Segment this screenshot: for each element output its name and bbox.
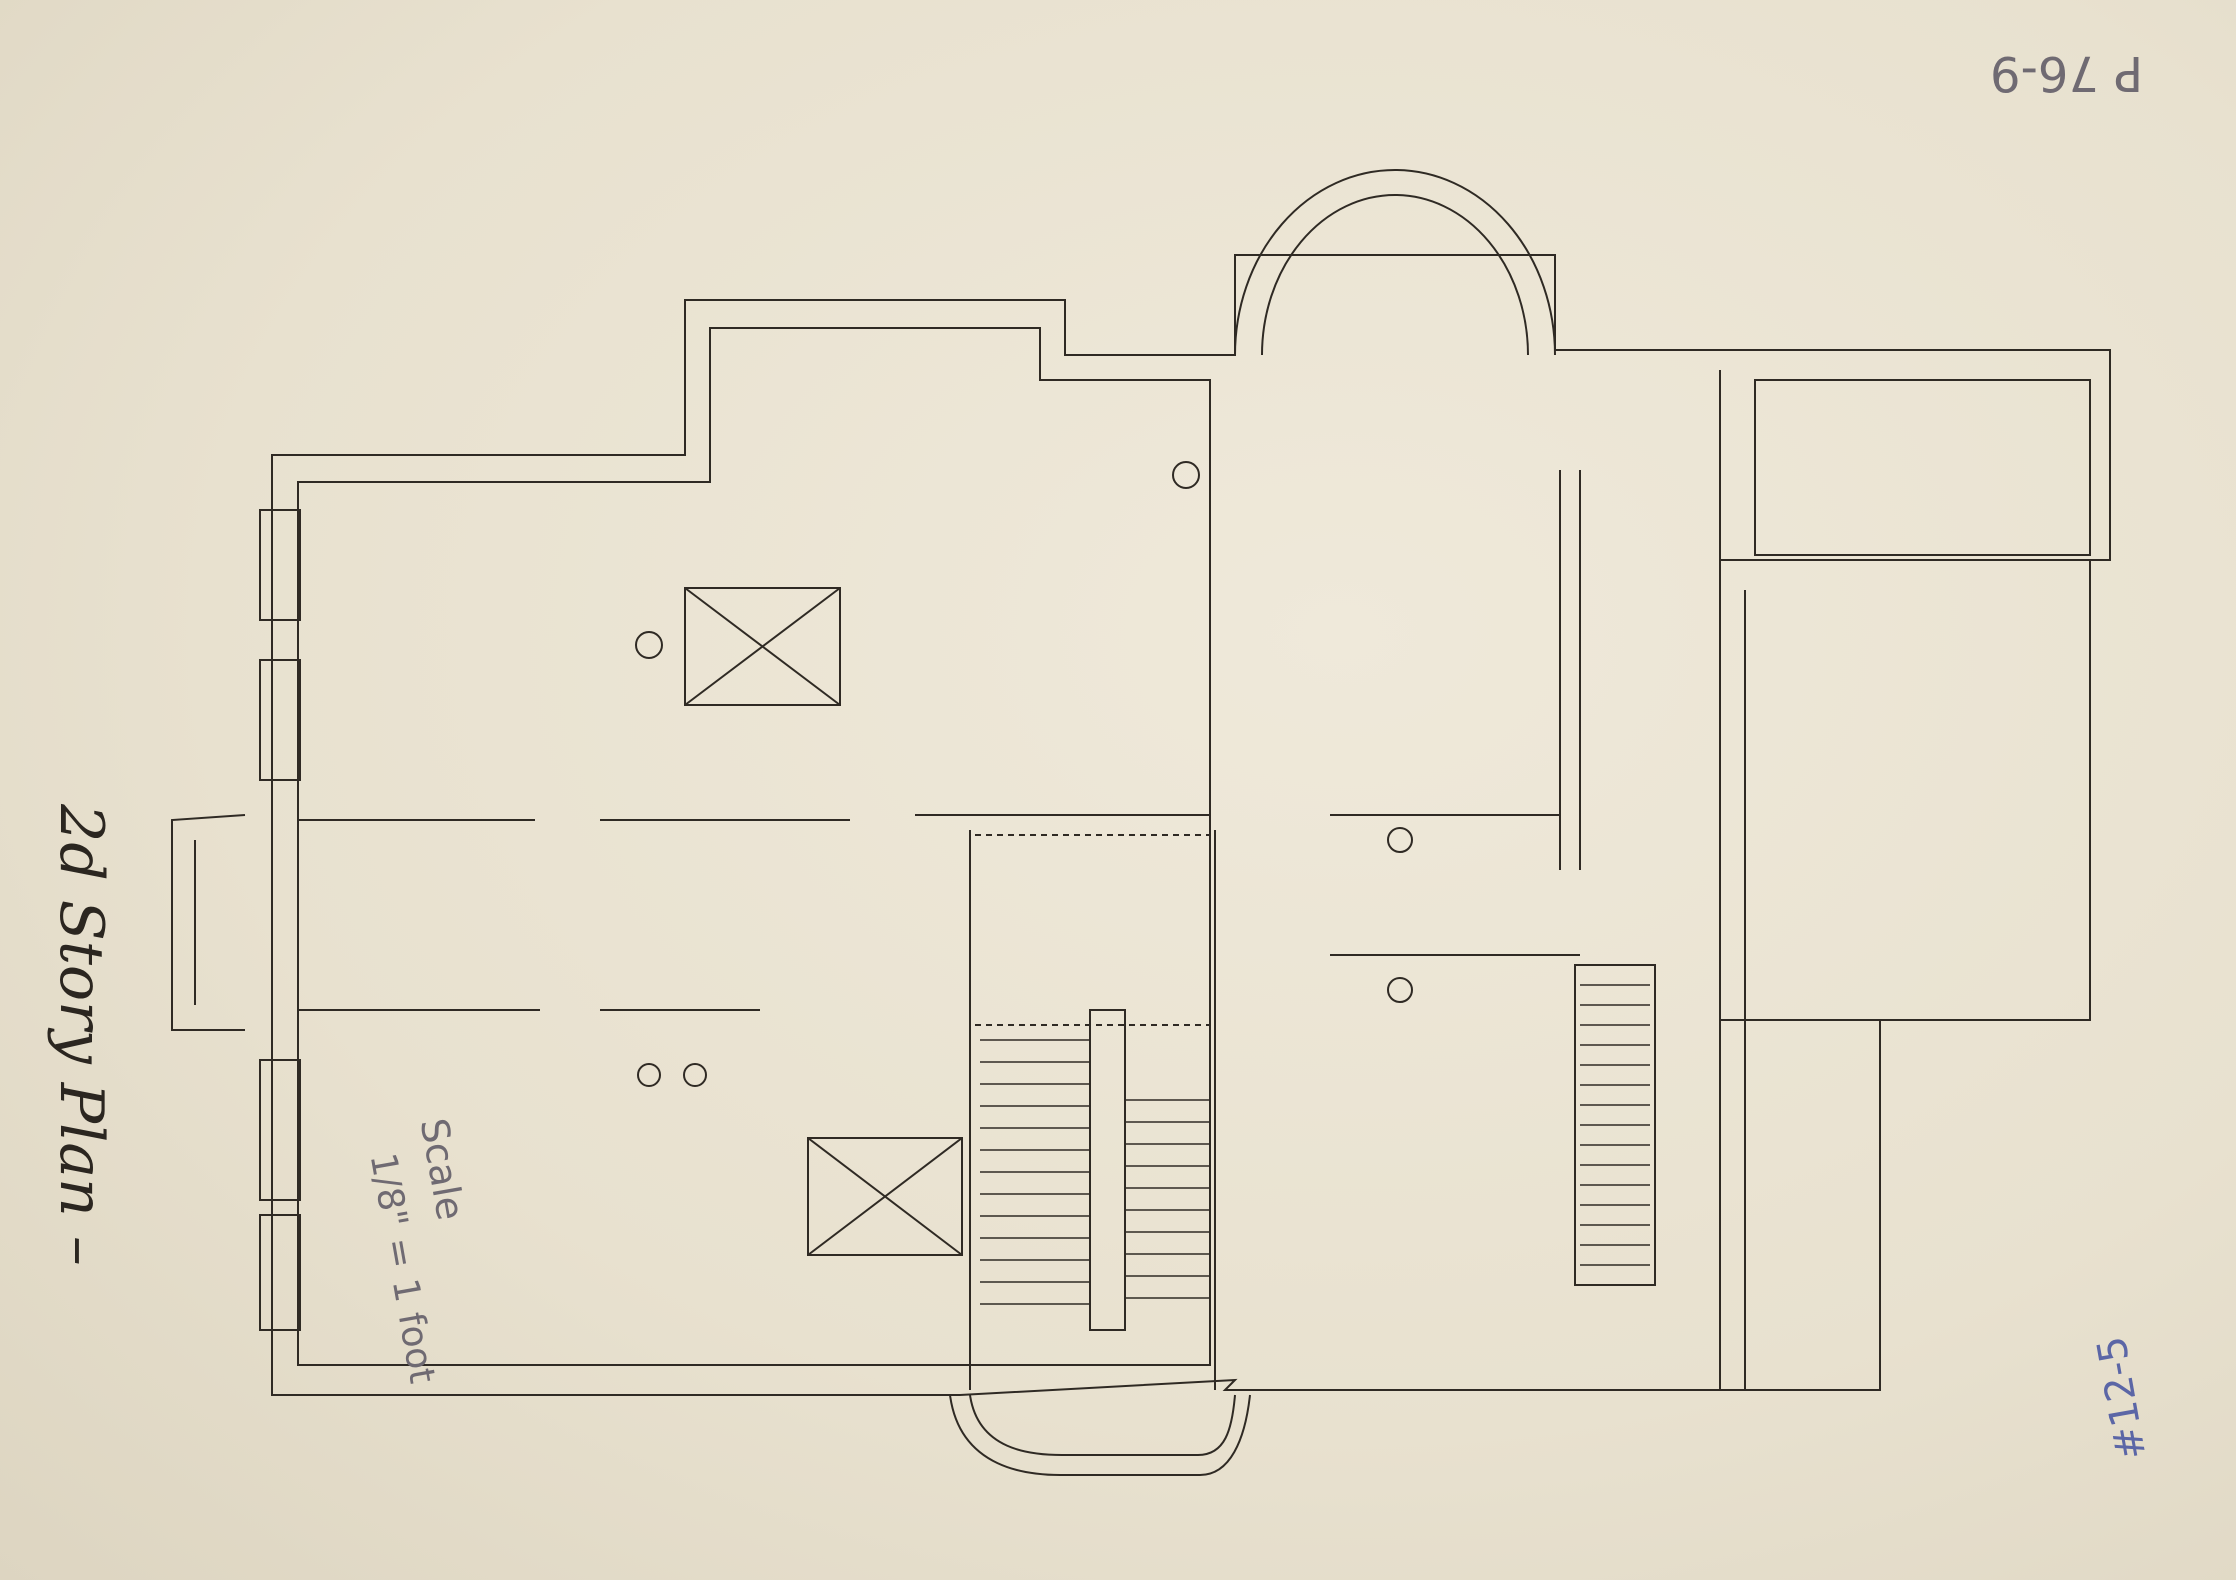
catalog-number: P 76-9 (1990, 45, 2144, 101)
bay-window (171, 814, 246, 1031)
front-porch (949, 1394, 1251, 1476)
semicircle-bay (1261, 194, 1529, 356)
story-title: 2d Story Plan – (45, 804, 116, 1266)
exterior-wall (271, 254, 2111, 1396)
semicircle-bay (1234, 169, 1556, 356)
front-porch (969, 1394, 1236, 1456)
interior-wall (297, 327, 1211, 1366)
